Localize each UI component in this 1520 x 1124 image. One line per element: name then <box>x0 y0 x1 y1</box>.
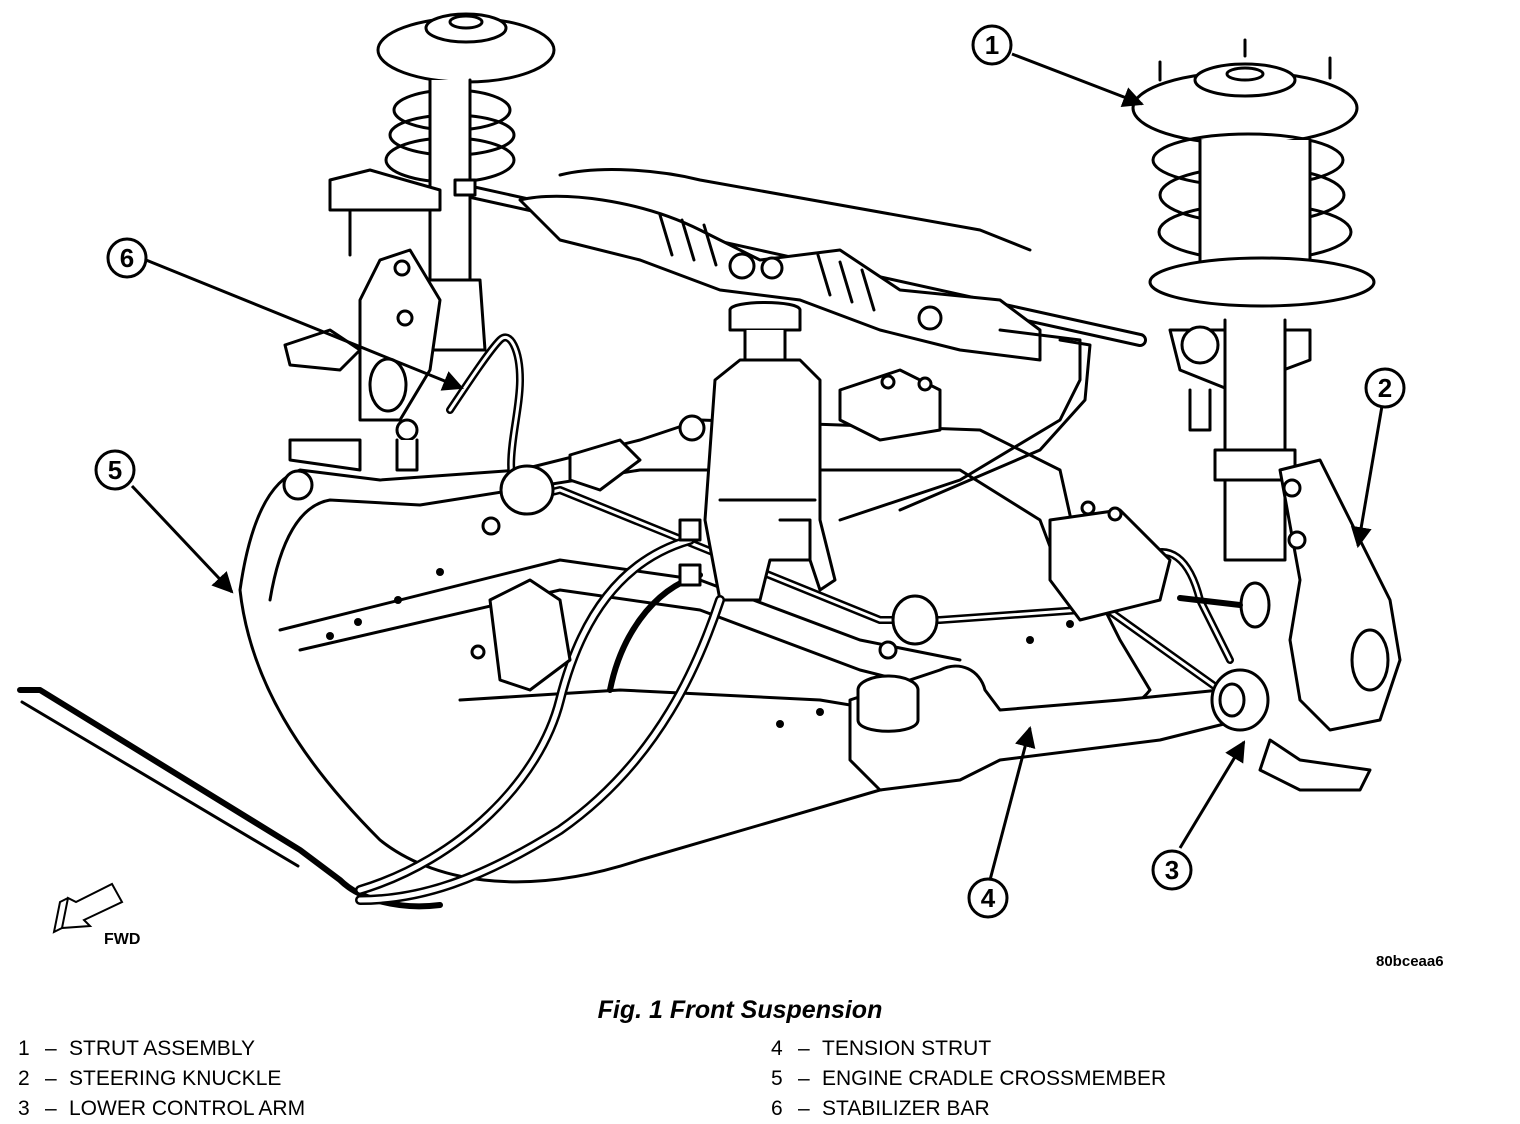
legend-item: 4 – TENSION STRUT <box>771 1034 1166 1064</box>
legend-dash: – <box>798 1037 810 1060</box>
callout-2: 2 <box>1364 367 1406 409</box>
fwd-arrow-icon <box>52 882 124 934</box>
legend-label: STRUT ASSEMBLY <box>69 1037 255 1060</box>
leader-4 <box>988 725 1036 881</box>
svg-text:1: 1 <box>985 30 999 60</box>
legend-label: LOWER CONTROL ARM <box>69 1097 306 1120</box>
cradle-holes <box>326 568 1074 728</box>
svg-text:4: 4 <box>981 883 996 913</box>
fwd-label: FWD <box>104 931 140 948</box>
leader-5 <box>130 484 234 594</box>
steering-rack <box>433 168 1147 522</box>
svg-text:3: 3 <box>1165 855 1179 885</box>
legend-right-column: 4 – TENSION STRUT 5 – ENGINE CRADLE CROS… <box>771 1034 1166 1124</box>
svg-text:6: 6 <box>120 243 134 273</box>
legend-item: 2 – STEERING KNUCKLE <box>18 1064 305 1094</box>
legend-item: 1 – STRUT ASSEMBLY <box>18 1034 305 1064</box>
legend-dash: – <box>45 1037 57 1060</box>
legend-dash: – <box>45 1067 57 1090</box>
legend-item: 3 – LOWER CONTROL ARM <box>18 1094 305 1124</box>
callout-4: 4 <box>967 877 1009 919</box>
steering-knuckle <box>1177 458 1402 792</box>
legend-label: STABILIZER BAR <box>822 1097 990 1120</box>
legend-label: ENGINE CRADLE CROSSMEMBER <box>822 1067 1167 1090</box>
front-suspension-illustration: 1 2 3 4 5 6 FWD 80bceaa6 <box>17 12 1444 970</box>
leader-1 <box>1011 52 1144 108</box>
legend-left-column: 1 – STRUT ASSEMBLY 2 – STEERING KNUCKLE … <box>18 1034 305 1124</box>
legend-item: 5 – ENGINE CRADLE CROSSMEMBER <box>771 1064 1166 1094</box>
legend-number: 1 <box>18 1037 30 1060</box>
legend-dash: – <box>45 1097 57 1120</box>
legend-number: 5 <box>771 1067 783 1090</box>
image-code: 80bceaa6 <box>1376 953 1444 970</box>
callout-6: 6 <box>106 237 148 279</box>
right-strut-assembly <box>1131 38 1376 562</box>
mount-brackets <box>470 368 1172 692</box>
legend-number: 2 <box>18 1067 30 1090</box>
legend-dash: – <box>798 1097 810 1120</box>
legend-label: STEERING KNUCKLE <box>69 1067 282 1090</box>
legend-number: 6 <box>771 1097 783 1120</box>
reservoir <box>703 301 837 602</box>
legend-dash: – <box>798 1067 810 1090</box>
callout-3: 3 <box>1151 849 1193 891</box>
callout-1: 1 <box>971 24 1013 66</box>
svg-text:5: 5 <box>108 455 122 485</box>
leader-3 <box>1178 740 1246 849</box>
legend-label: TENSION STRUT <box>822 1037 992 1060</box>
legend-number: 4 <box>771 1037 783 1060</box>
hoses <box>355 535 725 905</box>
legend-item: 6 – STABILIZER BAR <box>771 1094 1166 1124</box>
leader-6 <box>145 258 464 391</box>
legend-number: 3 <box>18 1097 30 1120</box>
callout-5: 5 <box>94 449 136 491</box>
engine-cradle-crossmember <box>238 414 1152 884</box>
left-strut-assembly <box>283 12 556 472</box>
figure-caption: Fig. 1 Front Suspension <box>597 996 883 1024</box>
svg-text:2: 2 <box>1378 373 1392 403</box>
leader-2 <box>1350 405 1384 549</box>
